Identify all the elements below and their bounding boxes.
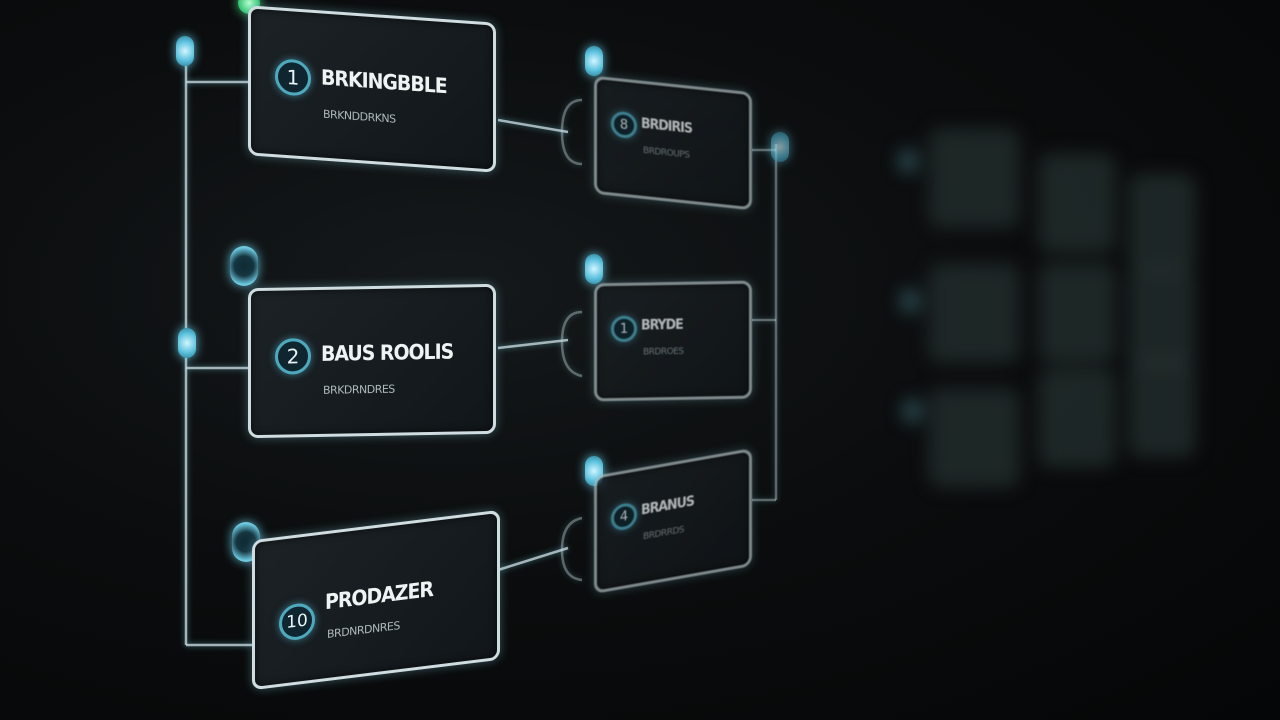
sub-node-2[interactable]: 1 BRYDE BRDROES [594,280,752,402]
link-line-3 [497,546,569,572]
node-subtitle: BRKNDDRKNS [323,107,396,126]
node-subtitle: BRDRRDS [643,525,685,543]
node-subtitle: BRDROES [643,346,684,358]
step-number-badge: 1 [275,58,311,97]
node-subtitle: BRDNRDNRES [327,619,400,642]
link-line-1 [497,118,569,134]
step-number-badge: 4 [611,501,637,532]
sub-node-1[interactable]: 8 BRDIRIS BRDROUPS [594,75,752,211]
bracket-2 [560,310,583,378]
node-title: PRODAZER [325,577,433,615]
step-number-badge: 1 [611,315,637,343]
main-node-1[interactable]: 1 BRKINGBBLE BRKNDDRKNS [248,5,496,173]
bracket-1 [560,98,583,166]
node-title: BAUS ROOLIS [321,339,454,366]
step-number-badge: 8 [611,110,637,140]
step-number-badge: 10 [279,601,315,642]
connector-node [585,46,603,76]
node-title: BRDIRIS [641,115,692,137]
link-line-2 [497,338,569,350]
connector-node [771,132,789,162]
main-node-3[interactable]: 10 PRODAZER BRDNRDNRES [252,509,500,691]
connector-node [178,328,196,358]
node-title: BRANUS [641,493,694,519]
bracket-3 [560,516,583,582]
node-title: BRKINGBBLE [321,65,447,99]
connector-node [585,254,603,284]
node-title: BRYDE [641,316,683,334]
node-subtitle: BRKDRNDRES [323,382,395,397]
connector-node [230,246,258,286]
main-node-2[interactable]: 2 BAUS ROOLIS BRKDRNDRES [248,283,496,439]
step-number-badge: 2 [275,338,311,375]
blurred-background-nodes [880,100,1240,520]
connector-node [176,36,194,66]
node-subtitle: BRDROUPS [643,145,690,161]
